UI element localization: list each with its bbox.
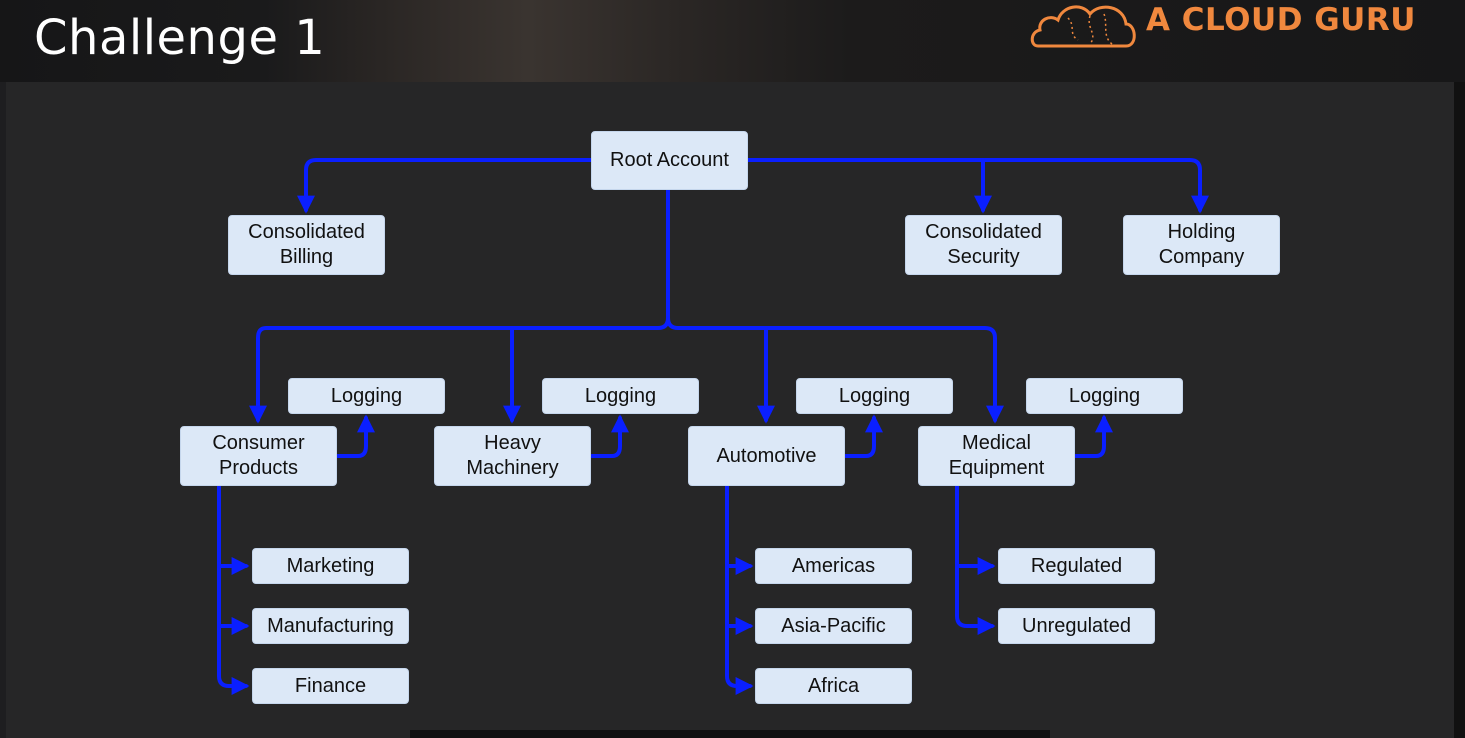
link-auto-logging bbox=[844, 414, 883, 458]
link-trunk-right bbox=[666, 316, 1004, 424]
link-root-holding bbox=[746, 158, 1209, 214]
link-consumer-logging bbox=[336, 414, 375, 458]
node-logging-medical: Logging bbox=[1026, 378, 1183, 414]
node-holding-company: Holding Company bbox=[1123, 215, 1280, 275]
node-root-account: Root Account bbox=[591, 131, 748, 190]
node-consolidated-security: Consolidated Security bbox=[905, 215, 1062, 275]
node-logging-consumer: Logging bbox=[288, 378, 445, 414]
node-americas: Americas bbox=[755, 548, 912, 584]
node-heavy-machinery: Heavy Machinery bbox=[434, 426, 591, 486]
video-header-bar bbox=[0, 0, 1465, 82]
frame-edge bbox=[1454, 82, 1465, 738]
link-auto-children bbox=[725, 484, 754, 695]
link-medical-logging bbox=[1074, 414, 1113, 458]
node-logging-automotive: Logging bbox=[796, 378, 953, 414]
brand-logo-text: A CLOUD GURU bbox=[1146, 2, 1416, 38]
node-logging-heavy: Logging bbox=[542, 378, 699, 414]
node-finance: Finance bbox=[252, 668, 409, 704]
link-medical-children bbox=[955, 484, 996, 635]
link-consumer-children bbox=[217, 484, 250, 695]
node-medical-equipment: Medical Equipment bbox=[918, 426, 1075, 486]
slide-title: Challenge 1 bbox=[34, 10, 326, 66]
node-consolidated-billing: Consolidated Billing bbox=[228, 215, 385, 275]
node-regulated: Regulated bbox=[998, 548, 1155, 584]
node-unregulated: Unregulated bbox=[998, 608, 1155, 644]
video-control-strip bbox=[410, 730, 1050, 738]
link-root-billing bbox=[297, 158, 594, 214]
node-africa: Africa bbox=[755, 668, 912, 704]
cloud-icon bbox=[1030, 5, 1136, 48]
node-marketing: Marketing bbox=[252, 548, 409, 584]
node-consumer-products: Consumer Products bbox=[180, 426, 337, 486]
node-asia-pacific: Asia-Pacific bbox=[755, 608, 912, 644]
node-automotive: Automotive bbox=[688, 426, 845, 486]
node-manufacturing: Manufacturing bbox=[252, 608, 409, 644]
link-heavy-logging bbox=[590, 414, 629, 458]
